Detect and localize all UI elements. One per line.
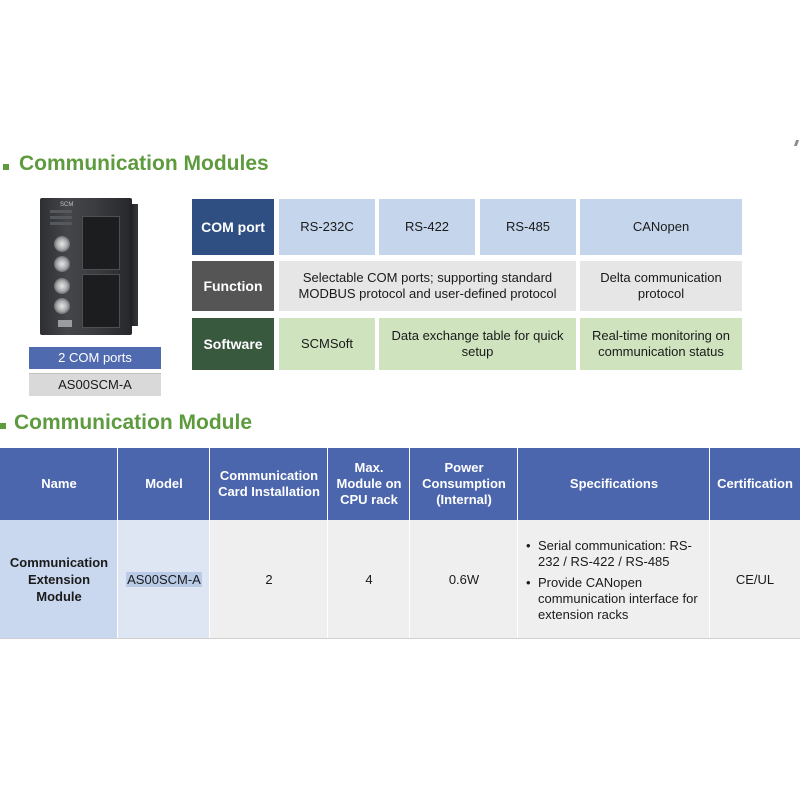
device-led-strip	[50, 210, 72, 228]
section-title-communication-module: Communication Module	[0, 411, 252, 435]
software-exchange-table: Data exchange table for quick setup	[379, 318, 576, 370]
section-title-text: Communication Module	[14, 411, 252, 434]
col-header-power: Power Consumption (Internal)	[410, 448, 518, 520]
model-badge: AS00SCM-A	[29, 373, 161, 396]
col-header-certification: Certification	[710, 448, 800, 520]
column-divider	[709, 448, 710, 638]
col-header-name: Name	[0, 448, 118, 520]
rotary-switch-icon	[54, 298, 70, 314]
com-port-canopen: CANopen	[580, 199, 742, 255]
module-device-image: SCM	[40, 198, 138, 335]
section-title-communication-modules: Communication Modules	[0, 152, 269, 176]
com-port-rs232c: RS-232C	[279, 199, 375, 255]
software-header: Software	[192, 318, 274, 370]
column-divider	[409, 448, 410, 638]
cell-specifications: Serial communication: RS-232 / RS-422 / …	[518, 520, 710, 638]
function-delta-protocol: Delta communication protocol	[580, 261, 742, 311]
software-scmsoft: SCMSoft	[279, 318, 375, 370]
spec-list-item: Serial communication: RS-232 / RS-422 / …	[526, 538, 704, 570]
connector-slot	[82, 216, 120, 270]
function-header: Function	[192, 261, 274, 311]
column-divider	[117, 448, 118, 638]
function-selectable-com: Selectable COM ports; supporting standar…	[279, 261, 576, 311]
square-bullet-icon	[0, 423, 6, 429]
col-header-max-module: Max. Module on CPU rack	[328, 448, 410, 520]
cell-power: 0.6W	[410, 520, 518, 638]
device-panel-label: SCM	[60, 202, 74, 208]
col-header-card-installation: Communication Card Installation	[210, 448, 328, 520]
table-bottom-border	[0, 638, 800, 639]
device-latch	[58, 320, 72, 327]
rotary-switch-icon	[54, 236, 70, 252]
software-realtime-monitoring: Real-time monitoring on communication st…	[580, 318, 742, 370]
col-header-model: Model	[118, 448, 210, 520]
connector-slot	[82, 274, 120, 328]
cell-model: AS00SCM-A	[118, 520, 210, 638]
device-side-rail	[130, 204, 138, 326]
cell-card-installation: 2	[210, 520, 328, 638]
column-divider	[209, 448, 210, 638]
cell-name: Communication Extension Module	[0, 520, 118, 638]
com-port-rs422: RS-422	[379, 199, 475, 255]
com-ports-badge: 2 COM ports	[29, 347, 161, 369]
com-port-header: COM port	[192, 199, 274, 255]
square-bullet-icon	[3, 164, 9, 170]
cell-model-text: AS00SCM-A	[126, 571, 202, 587]
spec-list-item: Provide CANopen communication interface …	[526, 575, 704, 623]
section-title-text: Communication Modules	[19, 152, 269, 175]
column-divider	[517, 448, 518, 638]
com-port-rs485: RS-485	[480, 199, 576, 255]
rotary-switch-icon	[54, 278, 70, 294]
column-divider	[327, 448, 328, 638]
cell-certification: CE/UL	[710, 520, 800, 638]
rotary-switch-icon	[54, 256, 70, 272]
edge-mark	[793, 140, 800, 146]
cell-max-module: 4	[328, 520, 410, 638]
col-header-specifications: Specifications	[518, 448, 710, 520]
spec-list: Serial communication: RS-232 / RS-422 / …	[526, 538, 704, 628]
